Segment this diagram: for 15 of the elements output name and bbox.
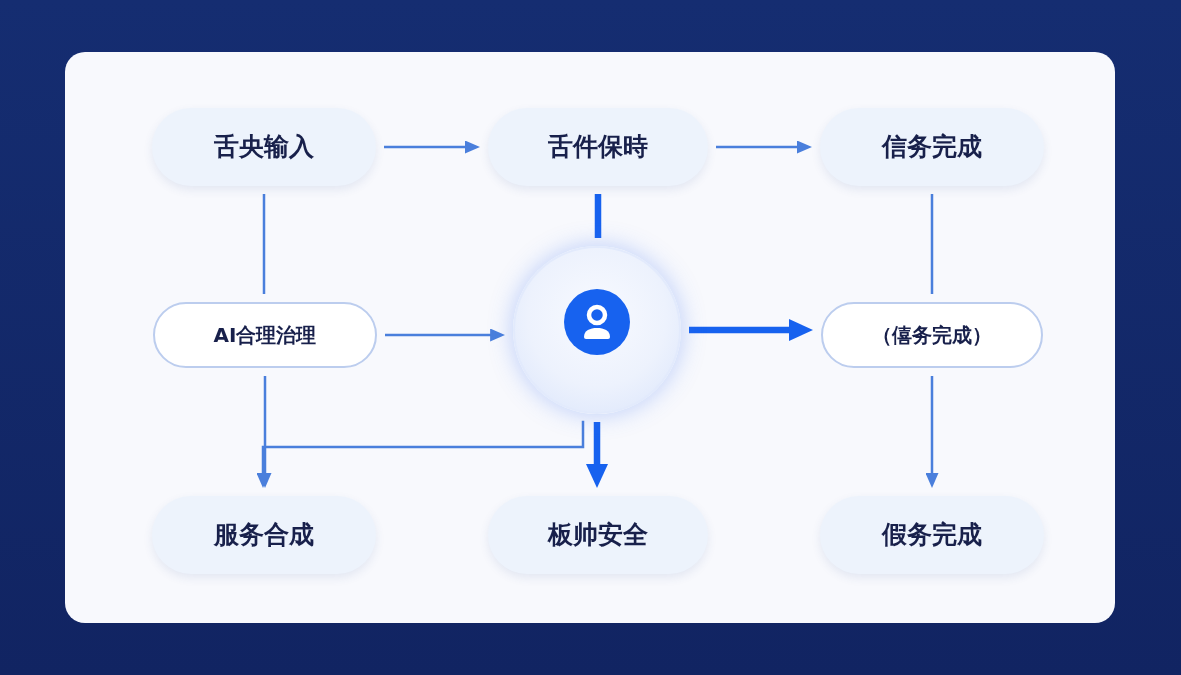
rounded-box: （僖务完成） xyxy=(821,302,1043,368)
rounded-box: AI合理治理 xyxy=(153,302,377,368)
connector-line xyxy=(930,194,934,294)
process-box: 舌央输入 xyxy=(152,108,376,186)
process-box: 假务完成 xyxy=(820,496,1044,574)
arrow xyxy=(384,140,480,154)
arrow xyxy=(256,420,585,488)
process-box: 信务完成 xyxy=(820,108,1044,186)
process-box: 舌件保時 xyxy=(488,108,708,186)
arrow xyxy=(925,376,939,488)
process-box: 服务合成 xyxy=(152,496,376,574)
process-box: 板帅安全 xyxy=(488,496,708,574)
arrow xyxy=(385,328,506,342)
arrow xyxy=(716,140,812,154)
connector-line xyxy=(262,194,266,294)
